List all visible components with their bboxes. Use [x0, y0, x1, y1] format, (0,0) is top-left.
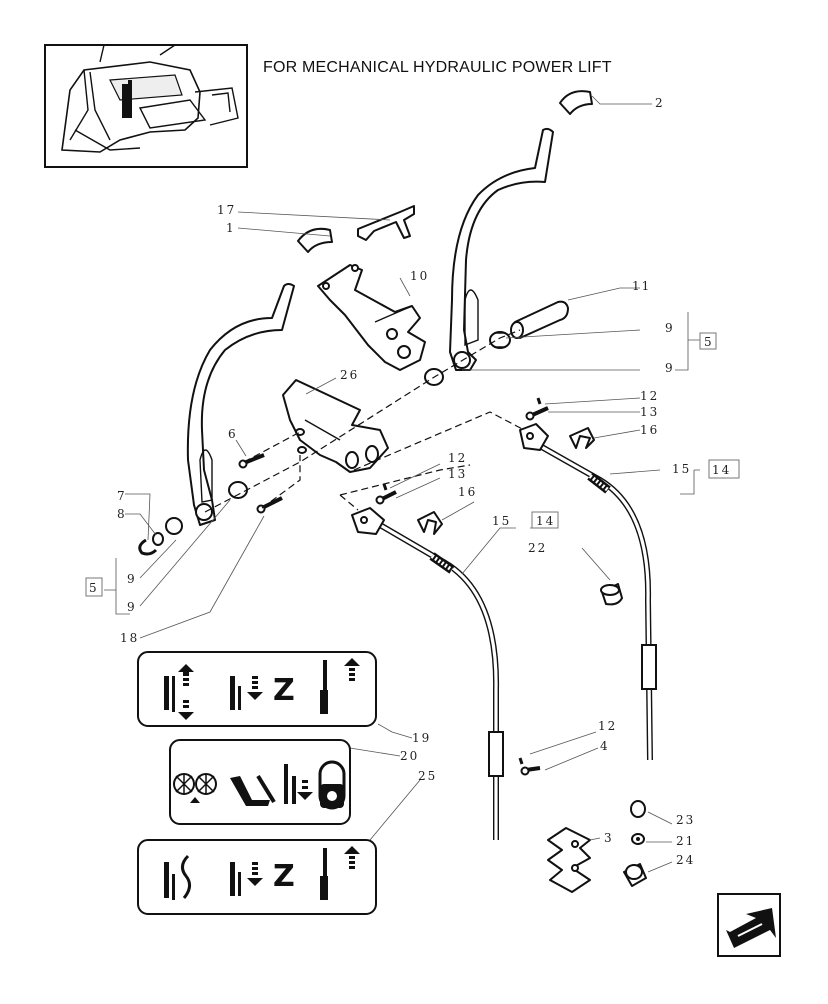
- callout-14-b: 14: [536, 514, 555, 528]
- z-letter-2: Z: [273, 859, 295, 894]
- washer-21: [631, 833, 645, 845]
- callout-4: 4: [600, 739, 610, 753]
- callout-13-a: 13: [640, 405, 659, 419]
- callout-25: 25: [418, 769, 437, 783]
- callout-2: 2: [655, 96, 665, 110]
- callout-17: 17: [217, 203, 236, 217]
- callout-9-d: 9: [127, 600, 137, 614]
- callout-12-a: 12: [640, 389, 659, 403]
- z-letter-1: Z: [273, 673, 295, 708]
- callout-12-b: 12: [448, 451, 467, 465]
- callout-15-b: 15: [492, 514, 511, 528]
- location-inset: [44, 44, 248, 168]
- clamp-3: [547, 827, 591, 893]
- callout-6: 6: [228, 427, 238, 441]
- bushing-9-a: [489, 331, 511, 349]
- lever-z-position-icon: Z: [230, 673, 295, 710]
- sleeve-24: [623, 863, 647, 887]
- callout-24: 24: [676, 853, 695, 867]
- callout-16-b: 16: [458, 485, 477, 499]
- callout-15-a: 15: [672, 462, 691, 476]
- lever-left-lower: [186, 283, 295, 526]
- callout-1: 1: [226, 221, 236, 235]
- bushing-11: [510, 300, 569, 339]
- callout-7: 7: [117, 489, 127, 503]
- lever-raise-icon-2: [320, 846, 360, 900]
- callout-19: 19: [412, 731, 431, 745]
- assembly-lines: [204, 329, 529, 513]
- callout-3: 3: [604, 831, 614, 845]
- callout-18: 18: [120, 631, 139, 645]
- support-bracket-10: [317, 264, 426, 371]
- callout-11: 11: [632, 279, 651, 293]
- callout-22: 22: [528, 541, 547, 555]
- callout-23: 23: [676, 813, 695, 827]
- callout-20: 20: [400, 749, 419, 763]
- bolt-18: [256, 496, 283, 514]
- decal-20: [169, 739, 351, 825]
- callout-5-a: 5: [704, 335, 714, 349]
- bracket-17: [357, 205, 415, 241]
- clip-16-a: [569, 427, 595, 449]
- callout-9-a: 9: [665, 321, 675, 335]
- callout-9-b: 9: [665, 361, 675, 375]
- next-page-arrow-icon[interactable]: [717, 893, 781, 957]
- cap-22: [600, 583, 623, 606]
- lever-z-position-icon-2: Z: [230, 859, 295, 896]
- callout-8: 8: [117, 507, 127, 521]
- grip-1: [297, 227, 333, 253]
- page-title: FOR MECHANICAL HYDRAULIC POWER LIFT: [263, 59, 612, 76]
- callout-5-b: 5: [89, 581, 99, 595]
- callout-boxes: [85, 332, 740, 597]
- bushing-9-c: [228, 481, 248, 499]
- callout-13-b: 13: [448, 467, 467, 481]
- pin-12-13-a: [525, 397, 549, 421]
- spacer-23: [630, 800, 646, 818]
- tractor-location-icon: [61, 44, 239, 153]
- callout-16-a: 16: [640, 423, 659, 437]
- pin-4: [518, 757, 541, 776]
- implement-depth-icon: [230, 774, 276, 806]
- draft-control-icon: [173, 773, 217, 803]
- cable-left-14: [351, 507, 504, 840]
- callout-26: 26: [340, 368, 359, 382]
- callout-10: 10: [410, 269, 429, 283]
- bushing-9-d: [165, 517, 183, 535]
- lever-raise-icon: [320, 658, 360, 714]
- lever-lower-lock-icon: [284, 760, 346, 810]
- clip-16-b: [417, 511, 443, 535]
- grip-2: [559, 90, 593, 115]
- callout-14-a: 14: [712, 463, 731, 477]
- bolt-6: [238, 453, 265, 469]
- callout-9-c: 9: [127, 572, 137, 586]
- callout-12-c: 12: [598, 719, 617, 733]
- pin-12-13-b: [375, 483, 397, 505]
- lever-float-icon: [164, 854, 191, 900]
- callout-numbers: 2 17 1 10 11 9 5 9 26 12 13 16 15 14 6 7…: [89, 96, 731, 867]
- lever-raise-lower-icon: [164, 664, 194, 720]
- mount-plate-26: [282, 379, 389, 473]
- callout-21: 21: [676, 834, 695, 848]
- circlip-7: [138, 538, 158, 556]
- decal-25: Z: [137, 839, 377, 915]
- decal-19: Z: [137, 651, 377, 727]
- cable-right-14: [519, 423, 657, 761]
- washer-8: [152, 532, 164, 546]
